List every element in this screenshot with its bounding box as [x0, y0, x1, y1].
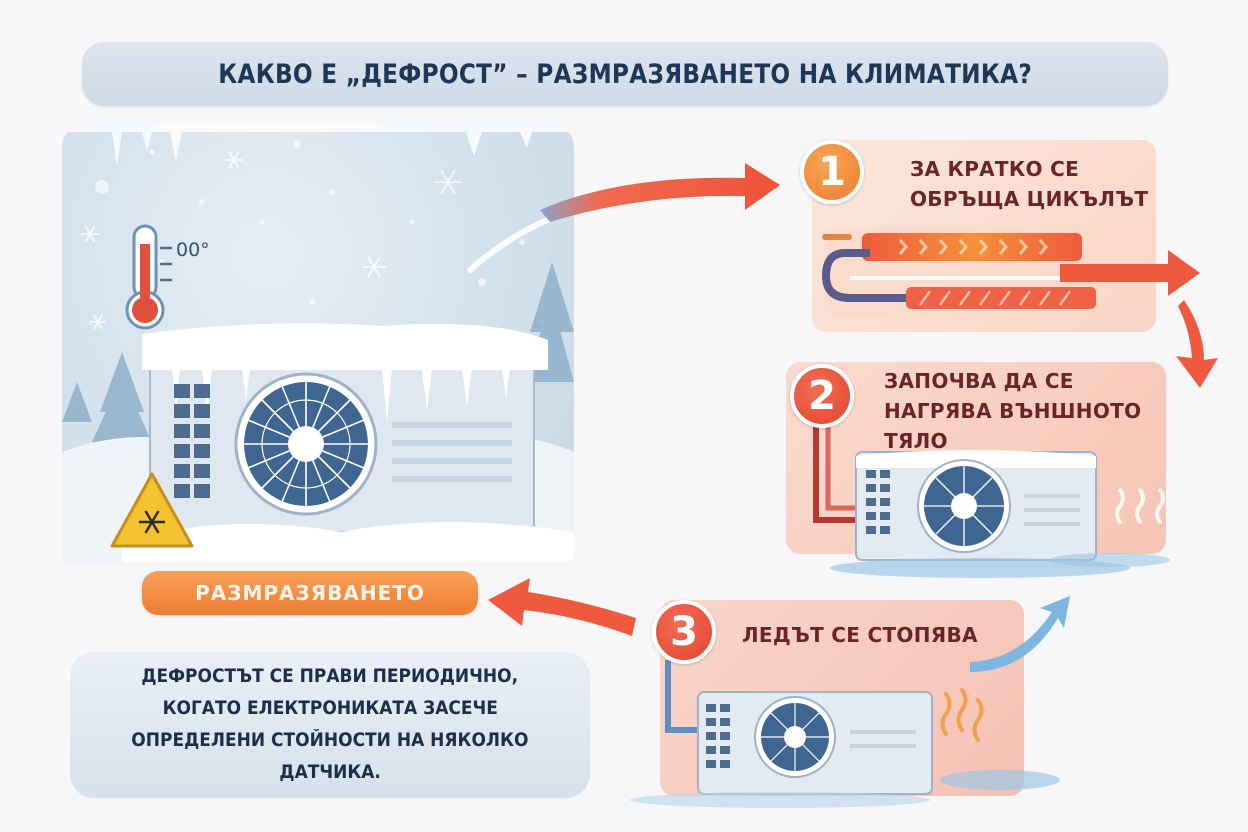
- step-2-line: НАГРЯВА ВЪНШНОТО: [884, 399, 1142, 423]
- step-3-badge: 3: [652, 600, 716, 664]
- arrow-to-step-2-icon: [1176, 300, 1218, 388]
- info-line: ОПРЕДЕЛЕНИ СТОЙНОСТИ НА НЯКОЛКО: [131, 730, 529, 751]
- step-1-number: 1: [818, 149, 846, 195]
- step-2-badge: 2: [790, 364, 854, 428]
- arrow-to-defrost-icon: [488, 578, 636, 636]
- step-2-number: 2: [808, 373, 836, 419]
- info-line: ДЕФРОСТЪТ СЕ ПРАВИ ПЕРИОДИЧНО,: [141, 666, 519, 687]
- info-line: ДАТЧИКА.: [279, 762, 381, 783]
- info-box: ДЕФРОСТЪТ СЕ ПРАВИ ПЕРИОДИЧНО, КОГАТО ЕЛ…: [70, 652, 590, 798]
- thermometer-icon: [125, 224, 172, 330]
- info-line: КОГАТО ЕЛЕКТРОНИКАТА ЗАСЕЧЕ: [162, 698, 498, 719]
- frozen-outdoor-unit: [122, 323, 574, 562]
- step-1-badge: 1: [800, 140, 864, 204]
- frozen-unit-scene: 00°: [62, 122, 574, 562]
- step-2-line: ТЯЛО: [884, 429, 948, 453]
- page-title: КАКВО Е „ДЕФРОСТ” – РАЗМРАЗЯВАНЕТО НА КЛ…: [218, 58, 1032, 90]
- defrost-label: РАЗМРАЗЯВАНЕТО: [142, 571, 478, 615]
- thermometer-label: 00°: [176, 239, 210, 261]
- title-banner: КАКВО Е „ДЕФРОСТ” – РАЗМРАЗЯВАНЕТО НА КЛ…: [82, 42, 1168, 106]
- step-2-text: ЗАПОЧВА ДА СЕ НАГРЯВА ВЪНШНОТО ТЯЛО: [884, 366, 1141, 456]
- defrost-label-text: РАЗМРАЗЯВАНЕТО: [195, 581, 425, 605]
- step-3-text: ЛЕДЪТ СЕ СТОПЯВА: [742, 620, 978, 650]
- snowflake-warning-sign-icon: [110, 472, 194, 548]
- step-1-line: ЗА КРАТКО СЕ: [910, 157, 1080, 181]
- step-3-number: 3: [670, 609, 698, 655]
- step-1-text: ЗА КРАТКО СЕ ОБРЪЩА ЦИКЪЛЪТ: [910, 154, 1148, 214]
- arrow-to-step-1-icon: [540, 163, 780, 222]
- step-1-line: ОБРЪЩА ЦИКЪЛЪТ: [910, 187, 1149, 211]
- step-2-line: ЗАПОЧВА ДА СЕ: [884, 369, 1074, 393]
- step-3-line: ЛЕДЪТ СЕ СТОПЯВА: [742, 623, 978, 647]
